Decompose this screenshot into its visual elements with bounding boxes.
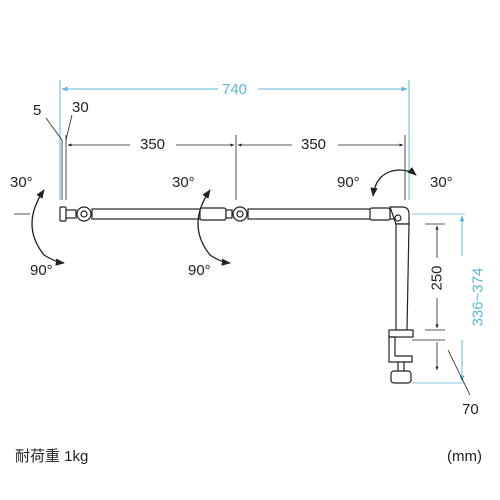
left-end-cap <box>59 206 67 222</box>
overall-width-label: 740 <box>222 81 248 98</box>
mid-up-angle-label: 30° <box>172 174 195 191</box>
load-capacity-text: 耐荷重 1kg <box>15 448 89 465</box>
unit-text: (mm) <box>447 448 482 465</box>
height-range-label: 336~374 <box>469 267 487 327</box>
offset-joint-label: 30 <box>72 99 89 116</box>
vertical-pole <box>395 223 410 331</box>
right-right-angle-label: 30° <box>430 174 453 191</box>
clamp-body <box>388 336 413 363</box>
pole-height-label: 250 <box>428 265 446 291</box>
height-dimensions <box>412 213 471 396</box>
arm-assembly <box>14 206 414 384</box>
mid-down-angle-label: 90° <box>188 262 211 279</box>
right-rotation-arc <box>370 166 417 197</box>
clamp-opening-label: 70 <box>462 401 479 418</box>
segment-1-label: 350 <box>140 136 166 153</box>
right-left-angle-label: 90° <box>337 174 360 191</box>
middle-rotation-arc <box>197 189 231 266</box>
offset-small-label: 5 <box>33 102 42 119</box>
left-down-angle-label: 90° <box>30 262 53 279</box>
segment-2-label: 350 <box>301 136 327 153</box>
left-up-angle-label: 30° <box>10 174 33 191</box>
left-rotation-arc <box>31 189 65 266</box>
clamp-top <box>388 329 414 338</box>
clamp-knob <box>390 370 412 384</box>
rotation-arcs <box>31 166 417 266</box>
